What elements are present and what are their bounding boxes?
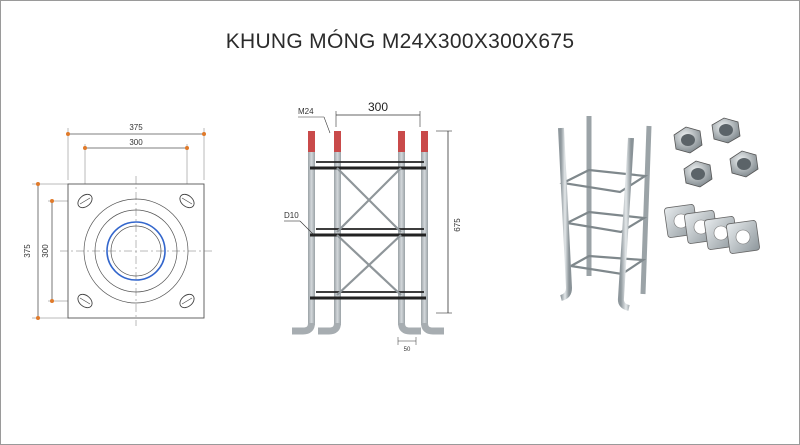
bar-label: D10 (284, 211, 299, 220)
dim-outer-top: 375 (129, 123, 143, 132)
plan-view: 375 300 375 300 (23, 123, 212, 326)
pipe-inner-ring (110, 225, 162, 277)
dim-inner-top: 300 (129, 138, 143, 147)
plate-outer-ring (83, 198, 189, 304)
cage-ring (559, 168, 649, 276)
ring-bar (310, 161, 426, 170)
cage-illustration (558, 116, 652, 311)
square-washer (726, 220, 760, 254)
dim-marker (83, 146, 87, 150)
diagram-title: KHUNG MÓNG M24X300X300X675 (225, 30, 575, 53)
dim-marker (36, 182, 40, 186)
dim-hook: 50 (404, 347, 411, 353)
plate-mid-ring (94, 209, 178, 293)
bolt-label: M24 (298, 107, 314, 116)
cross-bracing (336, 167, 402, 296)
thread-marker (308, 131, 315, 152)
thread-marker (334, 131, 341, 152)
bolt-hole (179, 293, 195, 309)
cage-rod (558, 127, 573, 301)
cage-rod (617, 137, 634, 311)
dim-marker (202, 132, 206, 136)
hex-nut (673, 126, 703, 154)
dim-spacing: 300 (368, 100, 388, 114)
thread-marker (421, 131, 428, 152)
anchor-rod (292, 131, 315, 335)
hex-nut (711, 117, 741, 144)
hex-nut (683, 160, 713, 188)
thread-marker (398, 131, 405, 152)
hex-nut (729, 150, 759, 178)
anchor-rod (318, 131, 341, 335)
pipe-ring (106, 221, 166, 281)
washers-illustration (664, 204, 760, 254)
ring-bar (310, 228, 426, 237)
dim-inner-left: 300 (41, 244, 50, 258)
dim-marker (50, 199, 54, 203)
anchor-rod (421, 131, 444, 335)
ring-bar (310, 291, 426, 300)
dim-height: 675 (453, 218, 462, 232)
dim-marker (66, 132, 70, 136)
anchor-rod (398, 131, 421, 335)
cage-rod (640, 125, 652, 295)
bolt-hole (77, 293, 93, 309)
dim-outer-left: 375 (23, 244, 32, 258)
dim-marker (36, 316, 40, 320)
bolt-hole (77, 193, 93, 209)
elevation-view: 300 M24 675 (284, 100, 462, 353)
bolt-hole (179, 193, 195, 209)
nuts-illustration (673, 117, 759, 188)
dim-marker (185, 146, 189, 150)
dim-marker (50, 299, 54, 303)
